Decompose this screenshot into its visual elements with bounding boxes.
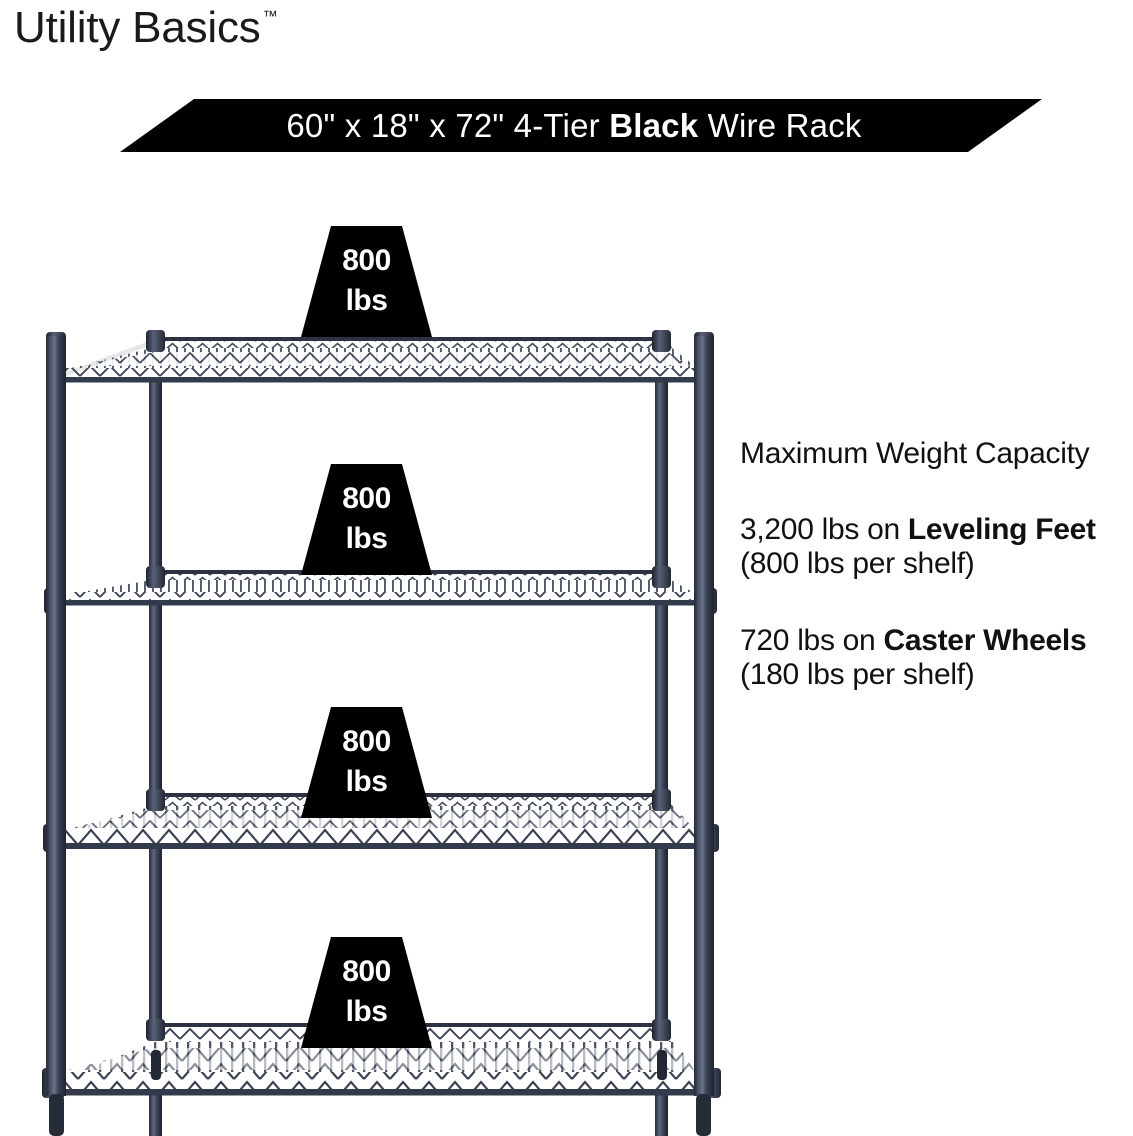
weight-tag-number: 800 [342, 725, 391, 759]
banner-dimensions: 60" x 18" x 72" [286, 106, 505, 144]
weight-tag-unit: lbs [345, 765, 388, 798]
weight-tag-number: 800 [342, 482, 391, 516]
leveling-lead: 3,200 lbs on [740, 512, 908, 546]
weight-tag-unit: lbs [345, 284, 388, 317]
brand-name: Utility Basics [14, 3, 261, 52]
leveling-feet [49, 1050, 711, 1136]
leveling-emphasis: Leveling Feet [907, 512, 1096, 546]
rack-front-posts [46, 336, 714, 1096]
capacity-heading: Maximum Weight Capacity [740, 437, 1090, 470]
banner-color-word: Black [609, 106, 699, 144]
weight-tag-number: 800 [342, 955, 391, 989]
caster-lead: 720 lbs on [740, 623, 884, 657]
leveling-tail: (800 lbs per shelf) [740, 547, 975, 581]
banner-product: Wire Rack [707, 106, 862, 144]
weight-tag-unit: lbs [345, 522, 388, 555]
caster-wheels-capacity: 720 lbs on Caster Wheels (180 lbs per sh… [740, 624, 1125, 693]
title-banner-text: 60" x 18" x 72" 4-Tier Black Wire Rack [120, 99, 1042, 152]
shelf-4 [42, 1019, 721, 1098]
brand-logo: Utility Basics ™ [14, 6, 278, 50]
weight-tag-number: 800 [342, 244, 391, 278]
caster-tail: (180 lbs per shelf) [740, 658, 975, 692]
banner-tier: 4-Tier [513, 106, 600, 144]
leveling-feet-capacity: 3,200 lbs on Leveling Feet (800 lbs per … [740, 513, 1125, 582]
trademark-symbol: ™ [262, 8, 278, 25]
caster-emphasis: Caster Wheels [883, 623, 1087, 657]
capacity-info-panel: Maximum Weight Capacity 3,200 lbs on Lev… [740, 437, 1125, 693]
weight-tag-unit: lbs [345, 995, 388, 1028]
title-banner: 60" x 18" x 72" 4-Tier Black Wire Rack [120, 99, 1042, 152]
shelf-1 [46, 330, 714, 383]
rack-rear-posts [149, 340, 668, 1136]
